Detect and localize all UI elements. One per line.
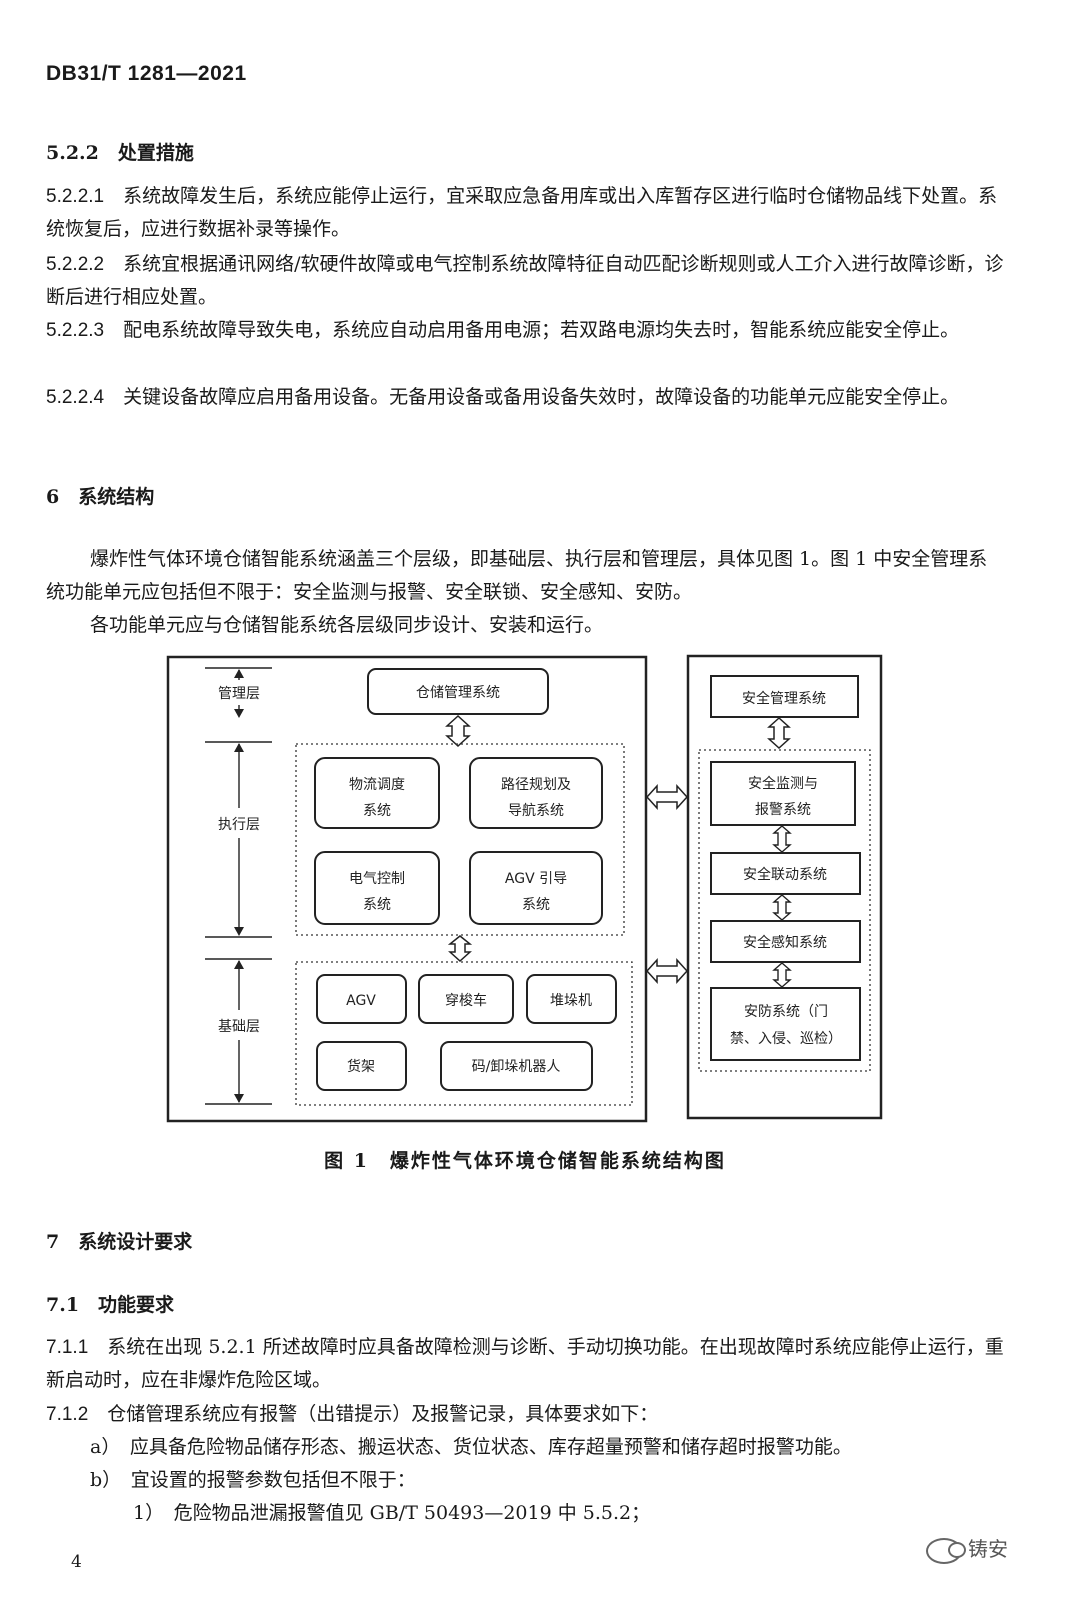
arrow-safety-mgmt [767, 716, 791, 750]
agv-box [316, 974, 407, 1024]
robot-box [440, 1041, 593, 1091]
agv-label: AGV [346, 993, 376, 1009]
figure-caption: 图 1 爆炸性气体环境仓储智能系统结构图 [324, 1150, 726, 1172]
electric-label-1: 电气控制 [349, 871, 405, 887]
safety-link-box [710, 852, 861, 895]
heading-6: 6 系统结构 [46, 486, 155, 508]
arrow-mgmt-exec [445, 714, 471, 748]
section-6-paragraph-1: 爆炸性气体环境仓储智能系统涵盖三个层级，即基础层、执行层和管理层，具体见图 1。… [46, 548, 988, 603]
warehouse-system-frame [166, 655, 648, 1123]
safety-monitor-label-2: 报警系统 [755, 802, 811, 818]
agv-guide-label-1: AGV 引导 [505, 871, 567, 887]
safety-units-group [698, 749, 871, 1072]
security-label-2: 禁、入侵、巡检） [730, 1030, 842, 1047]
arrow-base-safety [645, 958, 689, 984]
heading-5-2-2: 5.2.2 处置措施 [46, 142, 194, 164]
logistics-label-2: 系统 [363, 803, 391, 819]
list-item-a: a） 应具备危险物品储存形态、搬运状态、货位状态、库存超量预警和储存超时报警功能… [90, 1436, 852, 1458]
safety-sense-box [710, 920, 861, 963]
clause-7-1-1: 7.1.1 系统在出现 5.2.1 所述故障时应具备故障检测与诊断、手动切换功能… [46, 1336, 1004, 1391]
safety-system-frame [686, 654, 883, 1120]
safety-mgmt-label: 安全管理系统 [742, 690, 826, 707]
watermark: 铸安 [926, 1533, 1008, 1564]
layer-label-base: 基础层 [218, 1018, 260, 1035]
sub-list-item-1: 1） 危险物品泄漏报警值见 GB/T 50493—2019 中 5.5.2； [133, 1502, 651, 1524]
arrow-exec-base [447, 935, 473, 963]
layer-label-execution: 执行层 [218, 817, 260, 833]
page-number: 4 [71, 1552, 82, 1572]
shelf-box [316, 1041, 407, 1091]
layer-label-management: 管理层 [218, 686, 260, 702]
clause-5-2-2-3: 5.2.2.3 配电系统故障导致失电，系统应自动启用备用电源；若双路电源均失去时… [46, 319, 960, 341]
safety-sense-label: 安全感知系统 [743, 934, 827, 951]
robot-label: 码/卸垛机器人 [472, 1059, 561, 1075]
system-structure-diagram: 管理层 执行层 基础层 仓储管理系统 物流调度 系统 路径规划及 导航系统 电气… [166, 654, 883, 1123]
clause-7-1-2: 7.1.2 仓储管理系统应有报警（出错提示）及报警记录，具体要求如下： [46, 1403, 659, 1425]
electric-control-box [314, 851, 440, 925]
section-6-paragraph-2: 各功能单元应与仓储智能系统各层级同步设计、安装和运行。 [90, 614, 604, 636]
agv-guide-box [469, 851, 603, 925]
safety-monitor-label-1: 安全监测与 [748, 775, 818, 792]
logistics-label-1: 物流调度 [349, 777, 405, 793]
safety-mgmt-box [710, 675, 859, 718]
security-label-1: 安防系统（门 [744, 1004, 828, 1020]
electric-label-2: 系统 [363, 897, 391, 913]
layer-axis [205, 667, 272, 1105]
heading-7-1: 7.1 功能要求 [46, 1294, 175, 1316]
shelf-label: 货架 [347, 1058, 375, 1075]
stacker-label: 堆垛机 [550, 993, 592, 1009]
safety-link-label: 安全联动系统 [743, 866, 827, 883]
shuttle-label: 穿梭车 [445, 992, 487, 1009]
shuttle-box [418, 974, 514, 1024]
route-label-1: 路径规划及 [501, 777, 571, 793]
route-label-2: 导航系统 [508, 803, 564, 819]
logistics-box [314, 757, 440, 829]
agv-guide-label-2: 系统 [522, 897, 550, 913]
clause-5-2-2-2: 5.2.2.2 系统宜根据通讯网络/软硬件故障或电气控制系统故障特征自动匹配诊断… [46, 253, 1004, 308]
stacker-box [526, 974, 617, 1024]
warehouse-mgmt-label: 仓储管理系统 [416, 685, 500, 701]
route-box [469, 757, 603, 829]
arrow-exec-safety [645, 784, 689, 810]
safety-monitor-box [710, 761, 856, 826]
security-box [710, 987, 861, 1061]
execution-group [295, 743, 625, 936]
clause-5-2-2-1: 5.2.2.1 系统故障发生后，系统应能停止运行，宜采取应急备用库或出入库暂存区… [46, 185, 998, 240]
clause-5-2-2-4: 5.2.2.4 关键设备故障应启用备用设备。无备用设备或备用设备失效时，故障设备… [46, 386, 960, 408]
heading-7: 7 系统设计要求 [46, 1231, 193, 1253]
warehouse-mgmt-box [367, 668, 549, 715]
list-item-b: b） 宜设置的报警参数包括但不限于： [90, 1469, 416, 1491]
standard-code: DB31/T 1281—2021 [46, 62, 247, 85]
base-group [295, 961, 633, 1106]
wechat-icon [926, 1537, 966, 1564]
